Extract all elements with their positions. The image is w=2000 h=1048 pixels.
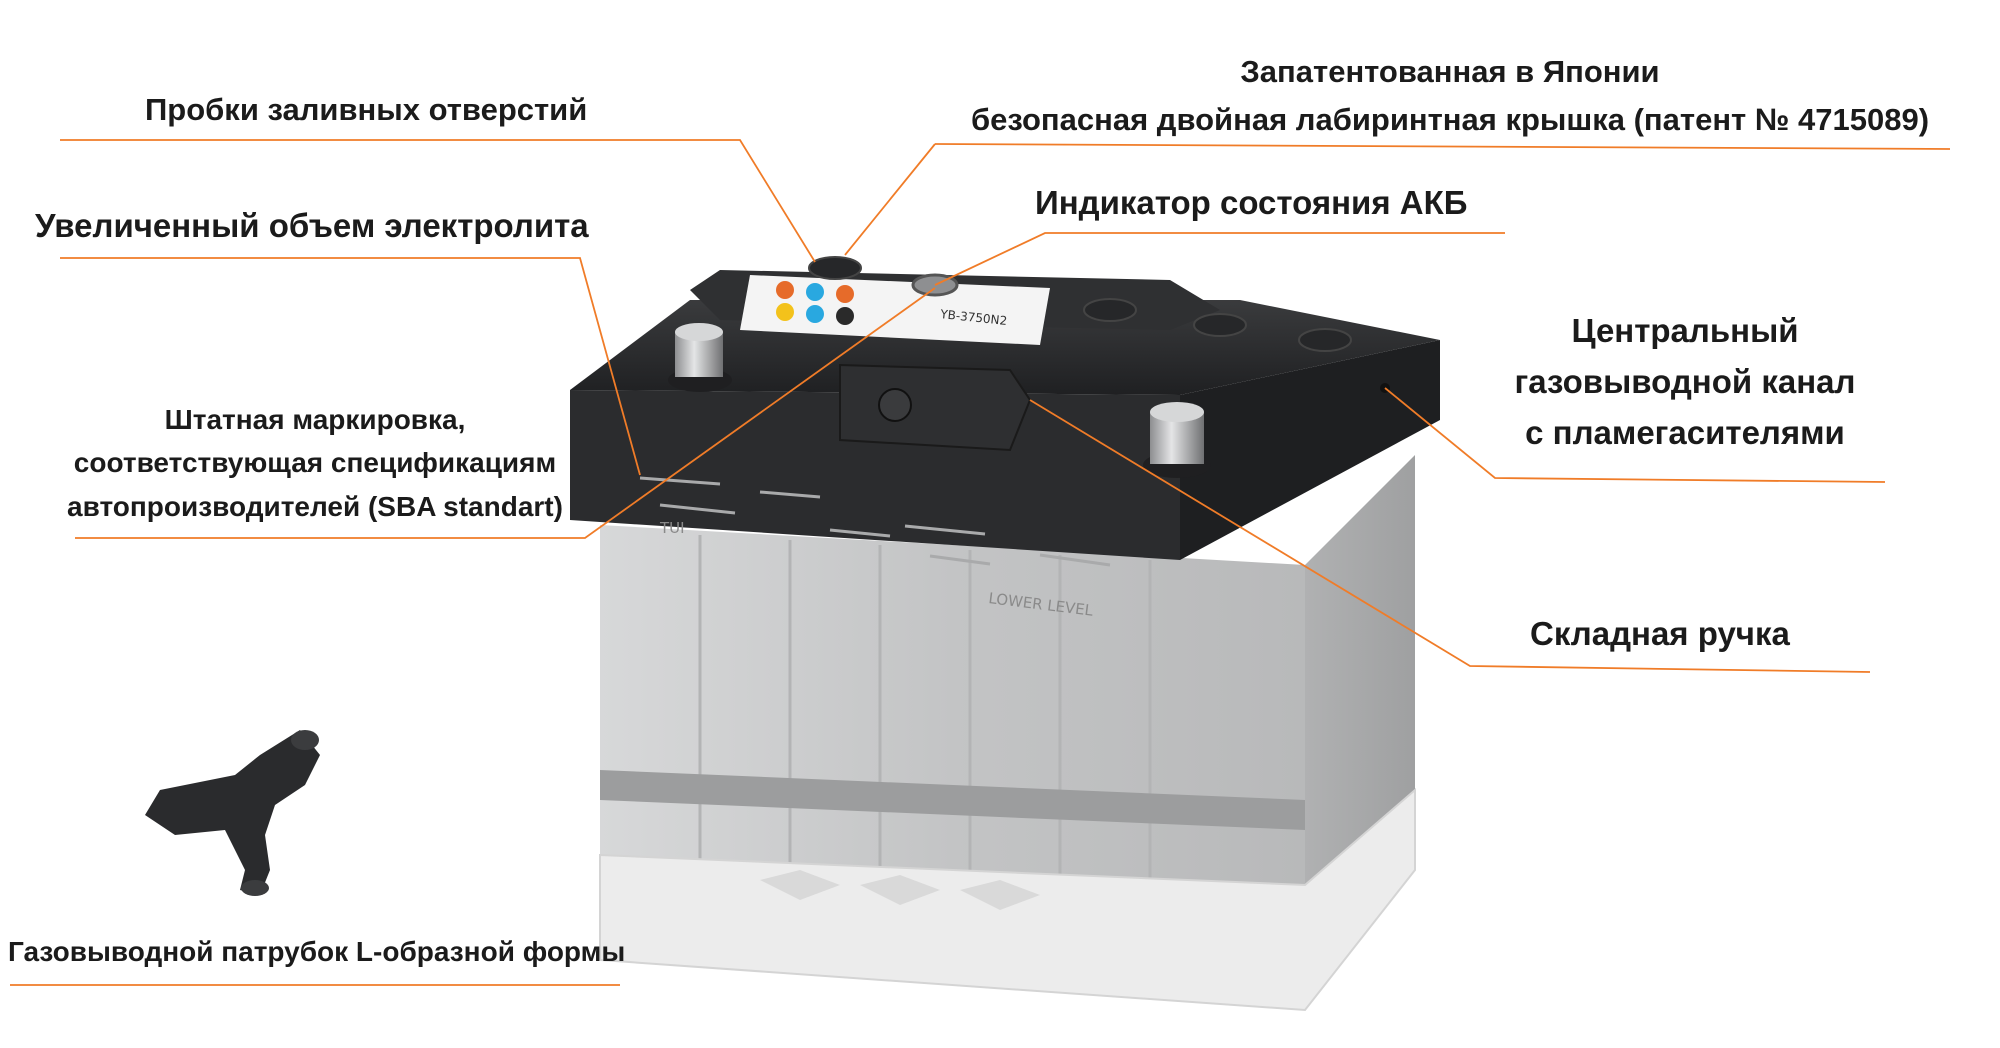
marking-line3: автопроизводителей (SBA standart) — [67, 490, 563, 522]
japan-patent-line1: Запатентованная в Японии — [1240, 54, 1660, 89]
leader-filler-caps — [60, 139, 816, 263]
leader-japan-patent — [934, 143, 1951, 150]
leader-electrolyte — [60, 257, 641, 476]
central-vent-line1: Центральный — [1571, 312, 1799, 349]
central-vent-line2: газовыводной канал — [1514, 363, 1856, 401]
l-vent-tube-shape — [145, 730, 320, 896]
label-folding-handle: Складная ручка — [1530, 608, 1790, 659]
lid-skirt — [570, 390, 1180, 560]
folding-handle-shape — [839, 363, 1032, 452]
leader-japan-patent-diag — [844, 143, 936, 256]
marking-line1: Штатная маркировка, — [164, 404, 466, 435]
label-electrolyte: Увеличенный объем электролита — [35, 200, 589, 251]
leader-charge-indicator — [934, 232, 1505, 286]
folding-handle-text: Складная ручка — [1530, 615, 1790, 652]
level-marks — [639, 476, 1111, 567]
foot-notches — [760, 870, 1040, 910]
label-filler-caps: Пробки заливных отверстий — [145, 86, 587, 134]
marking-line2: соответствующая спецификациям — [73, 447, 557, 479]
label-central-vent: Центральный газовыводной канал с пламега… — [1475, 305, 1895, 458]
central-vent-line3: с пламегасителями — [1525, 414, 1845, 452]
brand-text: TUI — [659, 519, 685, 537]
filler-caps — [808, 256, 1352, 352]
japan-patent-line2: безопасная двойная лабиринтная крышка (п… — [970, 102, 1930, 138]
lid-skirt-side — [1180, 340, 1440, 560]
leader-lines — [10, 139, 1951, 986]
electrolyte-text: Увеличенный объем электролита — [35, 207, 589, 244]
charge-indicator-text: Индикатор состояния АКБ — [1035, 184, 1468, 221]
label-japan-patent: Запатентованная в Японии безопасная двой… — [920, 48, 1980, 144]
filler-caps-text: Пробки заливных отверстий — [145, 92, 588, 127]
label-charge-indicator: Индикатор состояния АКБ — [1035, 177, 1467, 228]
terminal-negative — [668, 323, 732, 392]
label-marking: Штатная маркировка, соответствующая спец… — [45, 398, 585, 528]
leader-folding-handle — [1029, 399, 1871, 673]
leader-marking — [75, 287, 936, 539]
vent-plug — [878, 388, 912, 422]
label-l-vent-tube: Газовыводной патрубок L-образной формы — [8, 930, 625, 973]
l-vent-tube-text: Газовыводной патрубок L-образной формы — [8, 936, 626, 967]
leader-central-vent — [1384, 387, 1886, 483]
case-base-band — [600, 770, 1305, 830]
terminal-positive — [1143, 402, 1211, 478]
